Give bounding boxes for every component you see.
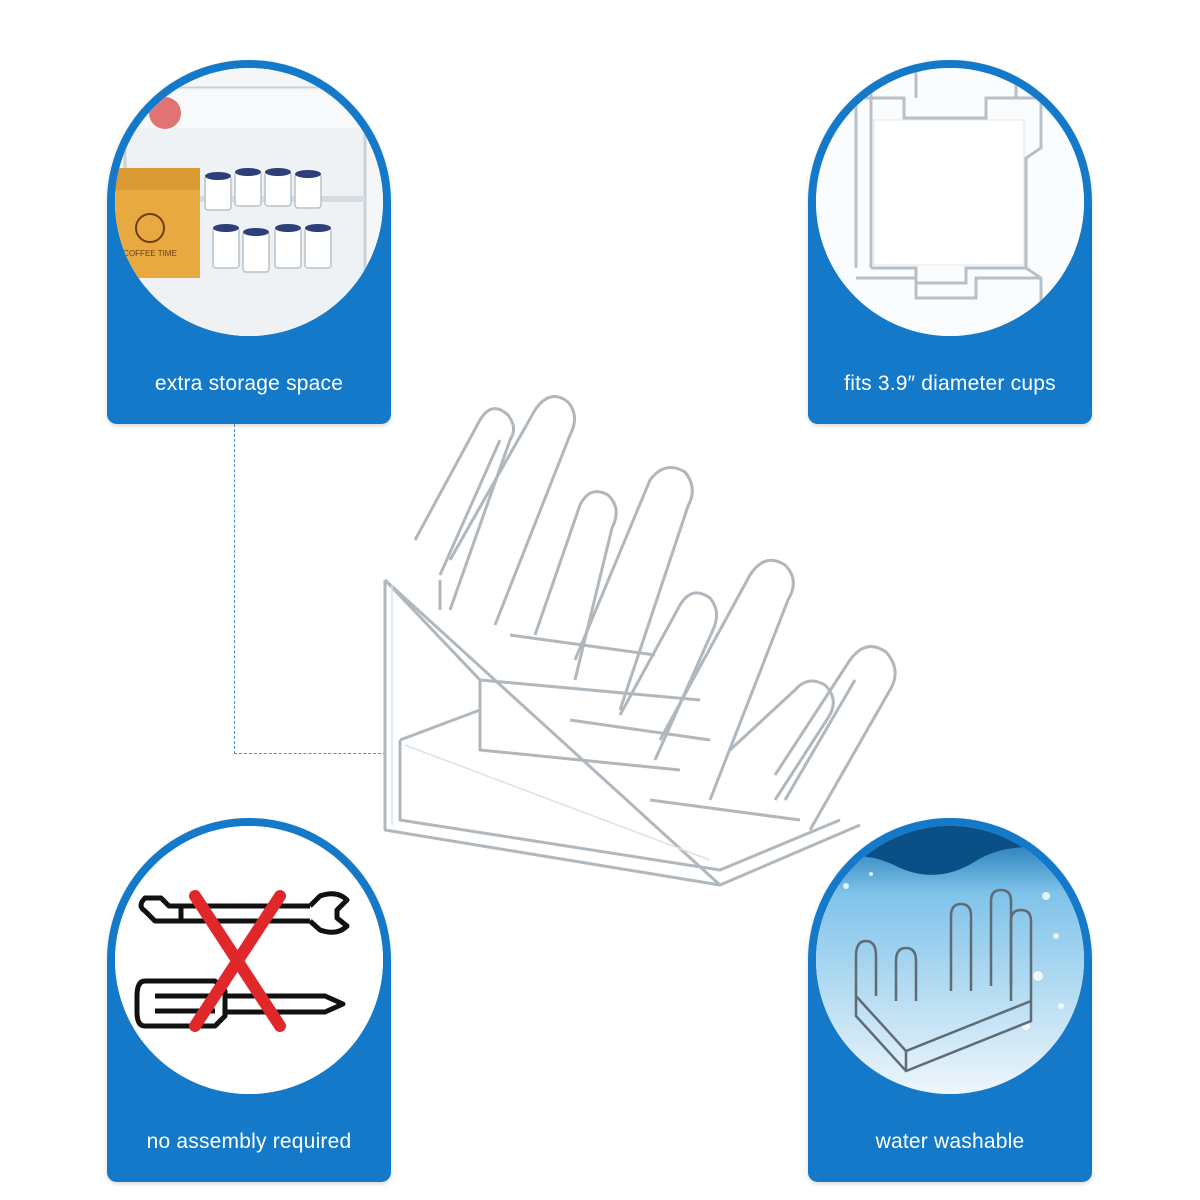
cup-holder-product-image	[383, 395, 897, 887]
storage-box-icon: COFFEE TIME	[115, 68, 383, 336]
cross-icon	[189, 890, 286, 1032]
feature-card-storage: COFFEE TIME extra storage space	[107, 60, 391, 424]
caption-washable: water washable	[875, 1130, 1025, 1153]
box-label: COFFEE TIME	[123, 249, 177, 258]
assembly-image	[115, 826, 383, 1094]
caption-cups: fits 3.9″ diameter cups	[844, 372, 1056, 395]
caption-storage: extra storage space	[154, 372, 344, 395]
crossed-tools-icon	[115, 826, 383, 1094]
feature-card-washable: water washable	[808, 818, 1092, 1182]
feature-card-assembly: no assembly required	[107, 818, 391, 1182]
acrylic-closeup-icon	[816, 68, 1084, 336]
holder-outline	[854, 888, 1033, 1073]
storage-image: COFFEE TIME	[115, 68, 383, 336]
connector-line-vertical	[234, 424, 235, 754]
feature-card-cups: fits 3.9″ diameter cups	[808, 60, 1092, 424]
cups-image	[816, 68, 1084, 336]
caption-assembly: no assembly required	[146, 1130, 352, 1153]
connector-line-horizontal	[234, 753, 386, 754]
